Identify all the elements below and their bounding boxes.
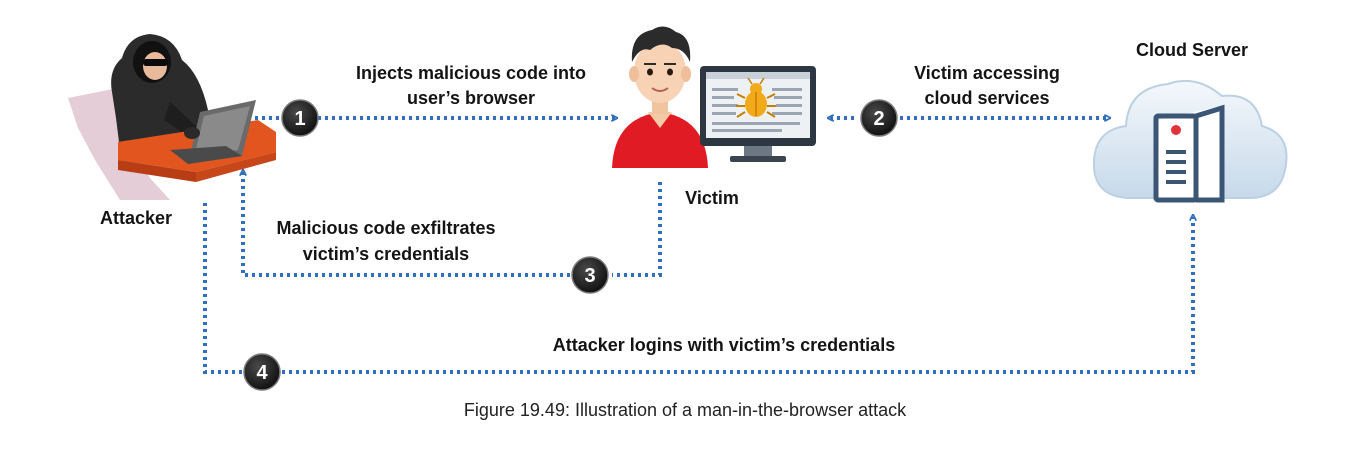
hooded-hacker-with-laptop-icon [68, 34, 276, 200]
cloud-server-label: Cloud Server [1136, 40, 1248, 60]
victim-label: Victim [685, 188, 739, 208]
step-2-label-line-2: cloud services [924, 88, 1049, 108]
step-2-number: 2 [873, 108, 884, 130]
connections [203, 118, 1193, 374]
step-4-number: 4 [256, 362, 268, 384]
step-4-arrow [203, 203, 1193, 374]
figure-caption: Figure 19.49: Illustration of a man-in-t… [464, 400, 907, 420]
step-1-label-line-1: Injects malicious code into [356, 63, 586, 83]
person-icon [612, 26, 708, 168]
cloud-server-icon [1092, 80, 1288, 203]
step-4-badge: 4 [243, 353, 281, 391]
step-3-number: 3 [584, 265, 595, 287]
step-3-arrow [243, 172, 662, 277]
step-1-label-line-2: user’s browser [407, 88, 535, 108]
bug-icon [736, 77, 776, 118]
step-3-label-line-2: victim’s credentials [303, 244, 469, 264]
step-2-label-line-1: Victim accessing [914, 63, 1060, 83]
step-3-badge: 3 [571, 256, 609, 294]
step-3-label-line-1: Malicious code exfiltrates [276, 218, 495, 238]
step-2-badge: 2 [860, 99, 898, 137]
step-1-badge: 1 [281, 99, 319, 137]
attacker-label: Attacker [100, 208, 172, 228]
step-4-label: Attacker logins with victim’s credential… [553, 335, 895, 355]
step-1-number: 1 [294, 108, 305, 130]
